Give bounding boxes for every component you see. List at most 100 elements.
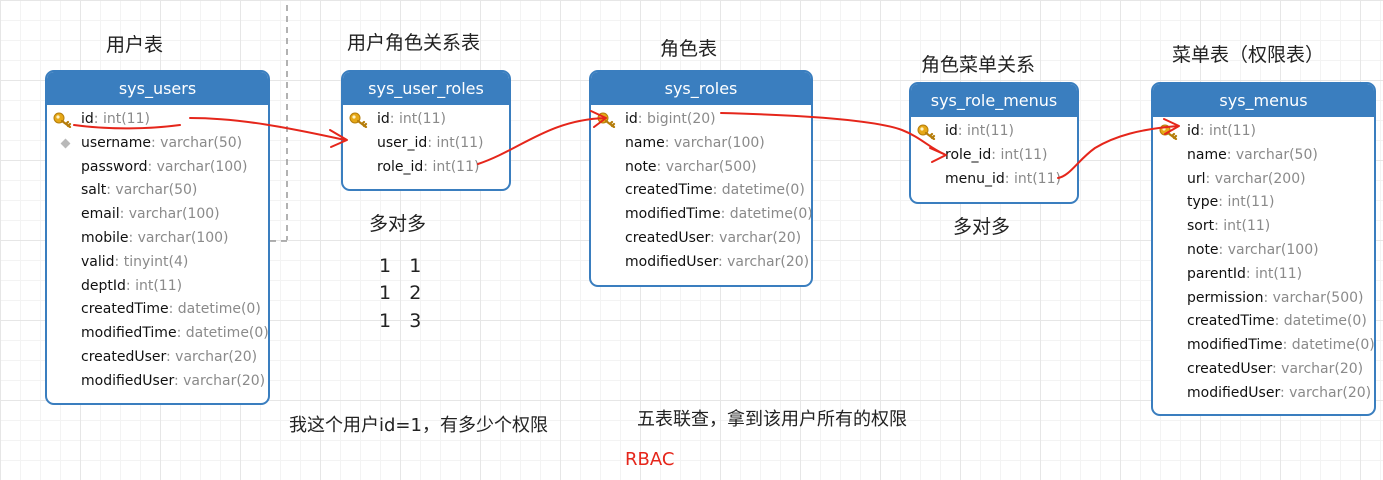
column-type: : int(11)	[1245, 265, 1303, 282]
column-row-modifieduser[interactable]: modifiedUser: varchar(20)	[591, 251, 811, 275]
column-row-email[interactable]: email: varchar(100)	[47, 203, 268, 227]
column-type: : varchar(20)	[717, 253, 810, 270]
primary-key-icon	[53, 111, 73, 129]
column-row-note[interactable]: note: varchar(500)	[591, 156, 811, 180]
column-row-modifiedtime[interactable]: modifiedTime: datetime(0)	[1153, 334, 1374, 358]
table-sys-role-menus[interactable]: sys_role_menus id: int(11)role_id: int(1…	[909, 82, 1079, 204]
column-name: password	[81, 158, 148, 175]
column-row-role-id[interactable]: role_id: int(11)	[343, 156, 509, 180]
table-sys-menus[interactable]: sys_menus id: int(11)name: varchar(50)ur…	[1151, 82, 1376, 416]
column-name: sort	[1187, 218, 1215, 235]
column-type: : int(11)	[957, 123, 1014, 139]
column-name: modifiedUser	[1187, 384, 1280, 401]
column-row-name[interactable]: name: varchar(50)	[1153, 144, 1374, 168]
column-row-url[interactable]: url: varchar(200)	[1153, 168, 1374, 192]
five-table-join-note: 五表联查，拿到该用户所有的权限	[637, 409, 907, 430]
column-name: type	[1187, 194, 1219, 211]
table-sys-users[interactable]: sys_users id: int(11)username: varchar(5…	[45, 70, 270, 405]
column-name: createdUser	[1187, 360, 1272, 377]
caption-roles-table: 角色表	[660, 38, 718, 60]
column-row-mobile[interactable]: mobile: varchar(100)	[47, 227, 268, 251]
column-name: role_id	[945, 146, 992, 163]
column-row-user-id[interactable]: user_id: int(11)	[343, 132, 509, 156]
column-name: note	[625, 158, 657, 175]
column-name: createdUser	[625, 229, 710, 246]
column-row-createduser[interactable]: createdUser: varchar(20)	[1153, 358, 1374, 382]
column-name: note	[1187, 241, 1219, 258]
column-row-modifieduser[interactable]: modifiedUser: varchar(20)	[47, 370, 268, 394]
arrow-role-menus-to-menus	[1057, 125, 1179, 179]
column-row-createdtime[interactable]: createdTime: datetime(0)	[1153, 310, 1374, 334]
table-header: sys_role_menus	[911, 84, 1077, 117]
many-to-many-note-2: 多对多	[953, 216, 1011, 238]
column-name: modifiedUser	[625, 253, 718, 270]
column-type: : varchar(100)	[664, 134, 765, 151]
column-type: : varchar(100)	[119, 206, 220, 223]
column-row-createdtime[interactable]: createdTime: datetime(0)	[591, 179, 811, 203]
column-type: : int(11)	[125, 277, 183, 294]
column-row-valid[interactable]: valid: tinyint(4)	[47, 251, 268, 275]
ratio-row-2: 1 2	[379, 282, 422, 304]
column-type: : int(11)	[423, 158, 480, 175]
column-type: : varchar(50)	[151, 134, 243, 151]
column-row-createdtime[interactable]: createdTime: datetime(0)	[47, 298, 268, 322]
column-type: : varchar(20)	[166, 348, 258, 365]
arrowhead-role-menus	[929, 147, 947, 163]
column-name: modifiedTime	[625, 206, 721, 223]
column-type: : int(11)	[1214, 218, 1271, 235]
column-row-modifieduser[interactable]: modifiedUser: varchar(20)	[1153, 382, 1374, 406]
column-type: : tinyint(4)	[114, 253, 189, 270]
column-type: : varchar(50)	[106, 182, 198, 199]
column-row-name[interactable]: name: varchar(100)	[591, 132, 811, 156]
column-row-id[interactable]: id: int(11)	[343, 108, 509, 132]
column-row-permission[interactable]: permission: varchar(500)	[1153, 287, 1374, 311]
underline-users-id	[73, 124, 181, 130]
primary-key-icon	[917, 123, 937, 141]
column-row-menu-id[interactable]: menu_id: int(11)	[911, 168, 1077, 192]
column-type: : datetime(0)	[168, 301, 261, 318]
column-type: : varchar(50)	[1226, 146, 1318, 163]
column-row-role-id[interactable]: role_id: int(11)	[911, 144, 1077, 168]
table-header: sys_user_roles	[343, 72, 509, 105]
column-row-parentid[interactable]: parentId: int(11)	[1153, 263, 1374, 287]
table-sys-roles[interactable]: sys_roles id: bigint(20)name: varchar(10…	[589, 70, 813, 287]
arrowhead-user-roles	[329, 129, 348, 148]
column-name: mobile	[81, 229, 129, 246]
column-row-createduser[interactable]: createdUser: varchar(20)	[47, 346, 268, 370]
column-type: : int(11)	[427, 134, 484, 151]
column-type: : bigint(20)	[637, 111, 716, 127]
column-row-modifiedtime[interactable]: modifiedTime: datetime(0)	[47, 322, 268, 346]
column-row-password[interactable]: password: varchar(100)	[47, 156, 268, 180]
column-list: id: int(11)username: varchar(50)password…	[47, 105, 268, 394]
column-name: permission	[1187, 289, 1264, 306]
table-header: sys_users	[47, 72, 268, 105]
column-row-note[interactable]: note: varchar(100)	[1153, 239, 1374, 263]
column-row-sort[interactable]: sort: int(11)	[1153, 215, 1374, 239]
column-row-deptid[interactable]: deptId: int(11)	[47, 275, 268, 299]
column-row-modifiedtime[interactable]: modifiedTime: datetime(0)	[591, 203, 811, 227]
column-row-salt[interactable]: salt: varchar(50)	[47, 179, 268, 203]
column-row-id[interactable]: id: int(11)	[47, 108, 268, 132]
column-type: : int(11)	[991, 146, 1048, 163]
caption-users-table: 用户表	[106, 34, 164, 56]
arrow-roles-to-role-menus	[720, 112, 945, 155]
column-row-username[interactable]: username: varchar(50)	[47, 132, 268, 156]
column-type: : varchar(100)	[1218, 241, 1319, 258]
caption-menus-table: 菜单表（权限表）	[1172, 44, 1325, 66]
column-type: : datetime(0)	[1274, 313, 1367, 330]
column-name: deptId	[81, 277, 126, 294]
column-name: salt	[81, 182, 107, 199]
table-sys-user-roles[interactable]: sys_user_roles id: int(11)user_id: int(1…	[341, 70, 511, 191]
column-type: : varchar(200)	[1205, 170, 1306, 187]
column-type: : int(11)	[1199, 123, 1256, 139]
column-row-createduser[interactable]: createdUser: varchar(20)	[591, 227, 811, 251]
ratio-row-3: 1 3	[379, 310, 422, 332]
column-name: createdUser	[81, 348, 166, 365]
column-row-type[interactable]: type: int(11)	[1153, 191, 1374, 215]
column-name: name	[625, 134, 665, 151]
table-header: sys_menus	[1153, 84, 1374, 117]
column-row-id[interactable]: id: int(11)	[911, 120, 1077, 144]
column-name: parentId	[1187, 265, 1246, 282]
column-list: id: int(11)role_id: int(11)menu_id: int(…	[911, 117, 1077, 191]
